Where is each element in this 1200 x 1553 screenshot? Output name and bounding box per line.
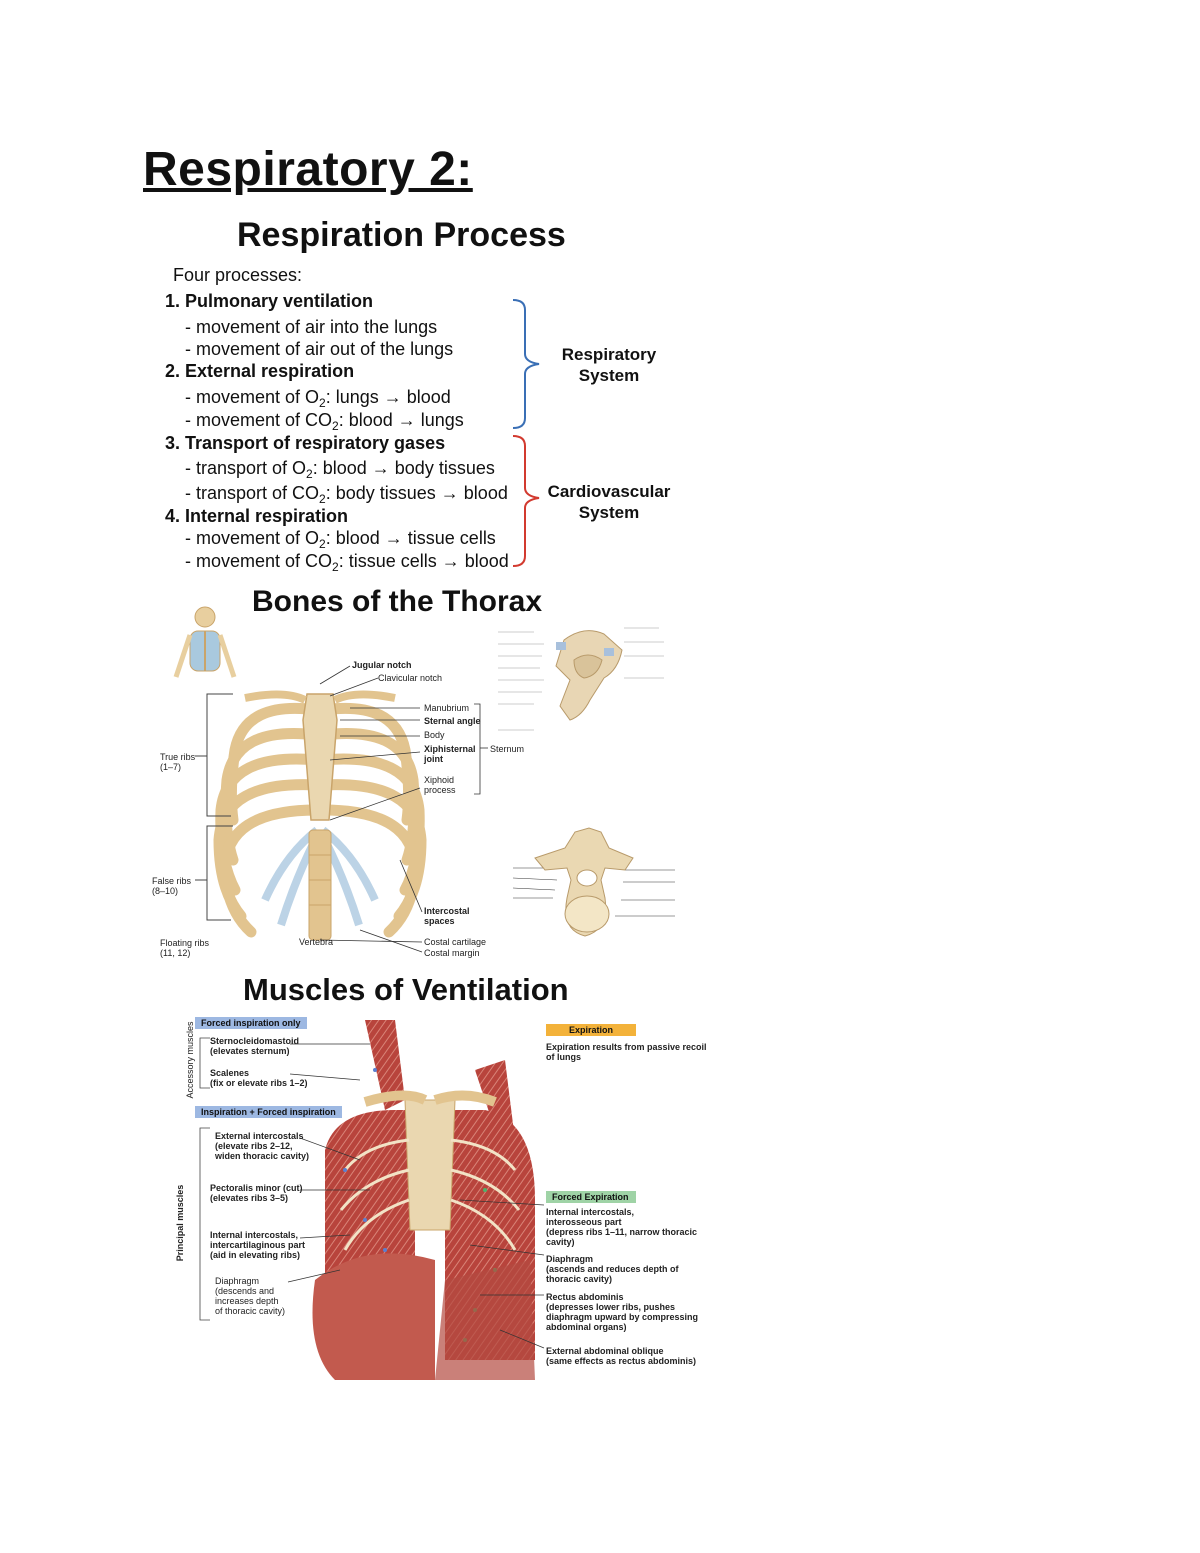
- false-ribs-label: False ribs(8–10): [152, 876, 192, 896]
- process-3-line-a: - transport of O2: blood → body tissues: [185, 458, 495, 481]
- skeleton-thumbnail: [173, 606, 237, 678]
- rib-cage-illustration: [213, 690, 427, 941]
- body-label: Body: [424, 730, 445, 740]
- process-1-title: 1. Pulmonary ventilation: [165, 291, 374, 311]
- thorax-heading: Bones of the Thorax: [252, 585, 543, 618]
- principal-muscles-label: Principal muscles: [175, 1184, 185, 1262]
- sternum-label: Sternum: [490, 744, 525, 754]
- inspiration-forced-tag: Inspiration + Forced inspiration: [195, 1106, 342, 1118]
- expiration-tag: Expiration: [546, 1024, 636, 1036]
- costal-cartilage-label: Costal cartilage: [424, 937, 487, 947]
- process-3-line-b: - transport of CO2: body tissues → blood: [185, 483, 508, 506]
- scalenes-label: Scalenes(fix or elevate ribs 1–2): [210, 1068, 308, 1088]
- vertebra-superior-illustration: [512, 827, 675, 937]
- forced-expiration-tag: Forced Expiration: [546, 1191, 636, 1203]
- muscles-illustration: [312, 1020, 535, 1380]
- true-ribs-label: True ribs(1–7): [160, 752, 196, 772]
- external-oblique-label: External abdominal oblique(same effects …: [546, 1346, 697, 1366]
- manubrium-label: Manubrium: [424, 703, 470, 713]
- muscle-group-brackets: [199, 1037, 210, 1321]
- sternocleidomastoid-label: Sternocleidomastoid(elevates sternum): [210, 1036, 300, 1056]
- rectus-abdominis-label: Rectus abdominis(depresses lower ribs, p…: [546, 1292, 699, 1332]
- document-title: Respiratory 2:: [143, 143, 473, 196]
- cardiovascular-brace: [512, 435, 540, 567]
- sternal-angle-label: Sternal angle: [424, 716, 481, 726]
- costal-margin-label: Costal margin: [424, 948, 480, 958]
- process-1-line-b: - movement of air out of the lungs: [185, 339, 454, 359]
- pectoralis-minor-label: Pectoralis minor (cut)(elevates ribs 3–5…: [210, 1183, 303, 1203]
- thorax-leader-lines: [319, 665, 488, 953]
- process-2-line-b: - movement of CO2: blood → lungs: [185, 410, 464, 433]
- intro-text: Four processes:: [173, 265, 303, 285]
- process-3-title: 3. Transport of respiratory gases: [165, 433, 446, 453]
- clavicular-notch-label: Clavicular notch: [378, 673, 443, 683]
- external-intercostals-label: External intercostals(elevate ribs 2–12,…: [215, 1131, 310, 1161]
- jugular-notch-label: Jugular notch: [352, 660, 412, 670]
- process-4-line-b: - movement of CO2: tissue cells → blood: [185, 551, 509, 574]
- respiratory-brace: [512, 299, 540, 429]
- forced-inspiration-tag: Forced inspiration only: [195, 1017, 307, 1029]
- process-4-line-a: - movement of O2: blood → tissue cells: [185, 528, 496, 551]
- floating-ribs-label: Floating ribs(11, 12): [160, 938, 210, 958]
- brace-group-svg: [512, 299, 540, 567]
- process-1-line-a: - movement of air into the lungs: [185, 317, 438, 337]
- rib-group-brackets: [195, 693, 233, 921]
- vertebra-lateral-illustration: [498, 627, 664, 731]
- respiration-heading: Respiration Process: [237, 216, 566, 254]
- internal-intercostals-left-label: Internal intercostals,intercartilaginous…: [210, 1230, 306, 1260]
- internal-intercostals-right-label: Internal intercostals,interosseous part(…: [546, 1207, 698, 1247]
- process-2-line-a: - movement of O2: lungs → blood: [185, 387, 451, 410]
- vertebra-label: Vertebra: [299, 937, 334, 947]
- process-4-title: 4. Internal respiration: [165, 506, 349, 526]
- process-2-title: 2. External respiration: [165, 361, 355, 381]
- muscle-leader-lines: [287, 1043, 545, 1349]
- muscles-heading: Muscles of Ventilation: [243, 972, 569, 1007]
